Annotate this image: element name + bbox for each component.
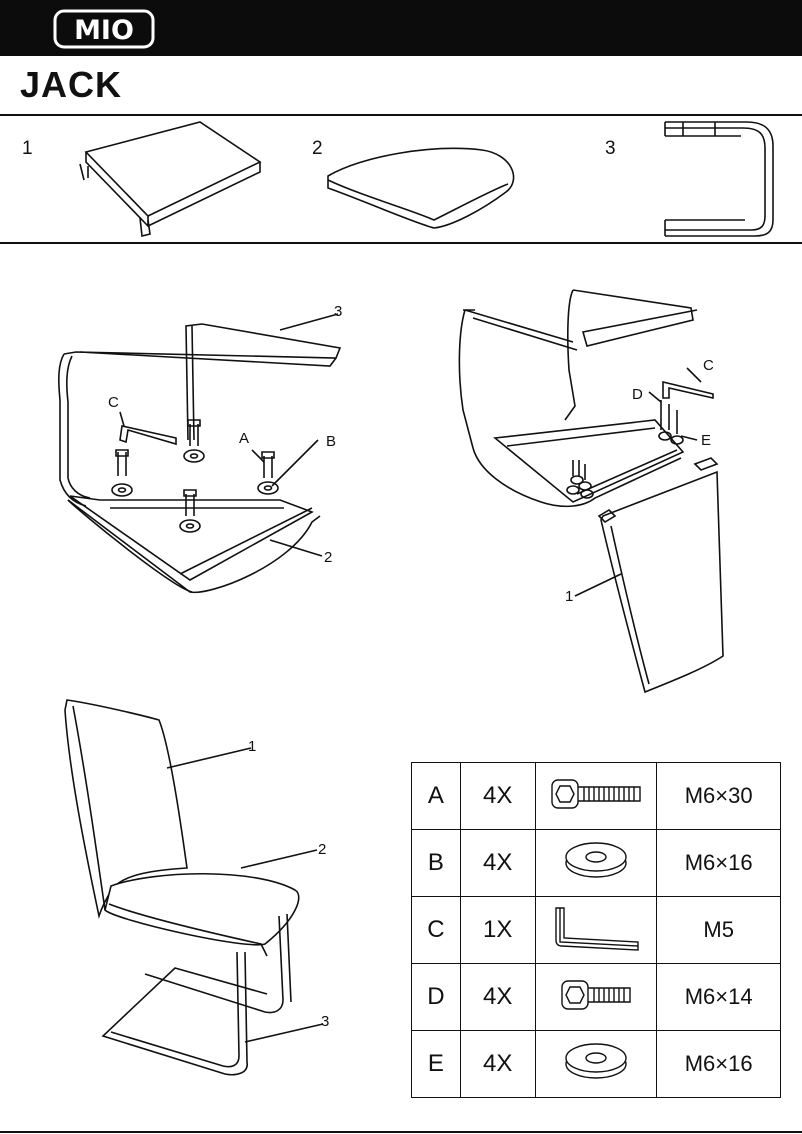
step1-callout-hex-key: C xyxy=(108,394,119,411)
page-title: JACK xyxy=(20,64,123,105)
hardware-size: M5 xyxy=(656,896,781,964)
finished-callout-seat: 2 xyxy=(318,841,327,858)
footer-divider xyxy=(0,1131,802,1133)
hardware-qty: 4X xyxy=(459,1030,536,1098)
short-bolt-icon xyxy=(561,979,631,1010)
backrest-panel-icon xyxy=(70,116,270,246)
hardware-qty: 4X xyxy=(459,963,536,1031)
step2-callout-washer: E xyxy=(701,432,712,449)
hardware-qty: 4X xyxy=(459,829,536,897)
long-bolt-icon xyxy=(551,778,641,809)
hardware-letter: B xyxy=(411,829,461,897)
hardware-letter: C xyxy=(411,896,461,964)
step1-callout-bolt: A xyxy=(239,430,250,447)
hardware-size: M6×30 xyxy=(656,762,781,830)
hardware-size: M6×14 xyxy=(656,963,781,1031)
step2-callout-bolt: D xyxy=(632,386,643,403)
hardware-letter: A xyxy=(411,762,461,830)
brand-logo-text: MIO xyxy=(74,15,134,46)
hardware-table: A 4X M6×30 B 4X xyxy=(411,762,781,1098)
step2-callout-backrest: 1 xyxy=(565,588,574,605)
table-row: E 4X M6×16 xyxy=(411,1030,781,1098)
cantilever-frame-icon xyxy=(655,116,785,242)
seat-cushion-icon xyxy=(322,140,522,235)
finished-callout-frame: 3 xyxy=(321,1013,330,1030)
hex-key-icon xyxy=(555,906,639,951)
table-row: C 1X M5 xyxy=(411,896,781,964)
table-row: B 4X M6×16 xyxy=(411,829,781,897)
part-number-2: 2 xyxy=(312,138,323,159)
header-bar: MIO xyxy=(0,0,802,56)
step2-assembly-illustration xyxy=(455,280,735,700)
step1-assembly-illustration xyxy=(50,290,360,610)
divider xyxy=(0,242,802,244)
table-row: D 4X M6×14 xyxy=(411,963,781,1031)
finished-callout-backrest: 1 xyxy=(248,738,257,755)
step1-callout-seat: 2 xyxy=(324,549,333,566)
step1-callout-washer: B xyxy=(326,433,337,450)
washer-icon xyxy=(565,841,627,878)
part-number-1: 1 xyxy=(22,138,33,159)
hardware-letter: E xyxy=(411,1030,461,1098)
hardware-letter: D xyxy=(411,963,461,1031)
brand-logo: MIO xyxy=(53,9,155,49)
hardware-size: M6×16 xyxy=(656,829,781,897)
hardware-qty: 1X xyxy=(459,896,536,964)
part-number-3: 3 xyxy=(605,138,616,159)
hardware-size: M6×16 xyxy=(656,1030,781,1098)
finished-chair-illustration xyxy=(55,690,355,1090)
hardware-qty: 4X xyxy=(459,762,536,830)
divider xyxy=(0,114,802,116)
step2-callout-hex-key: C xyxy=(703,357,714,374)
table-row: A 4X M6×30 xyxy=(411,762,781,830)
washer-icon xyxy=(565,1042,627,1079)
step1-callout-frame: 3 xyxy=(334,303,343,320)
